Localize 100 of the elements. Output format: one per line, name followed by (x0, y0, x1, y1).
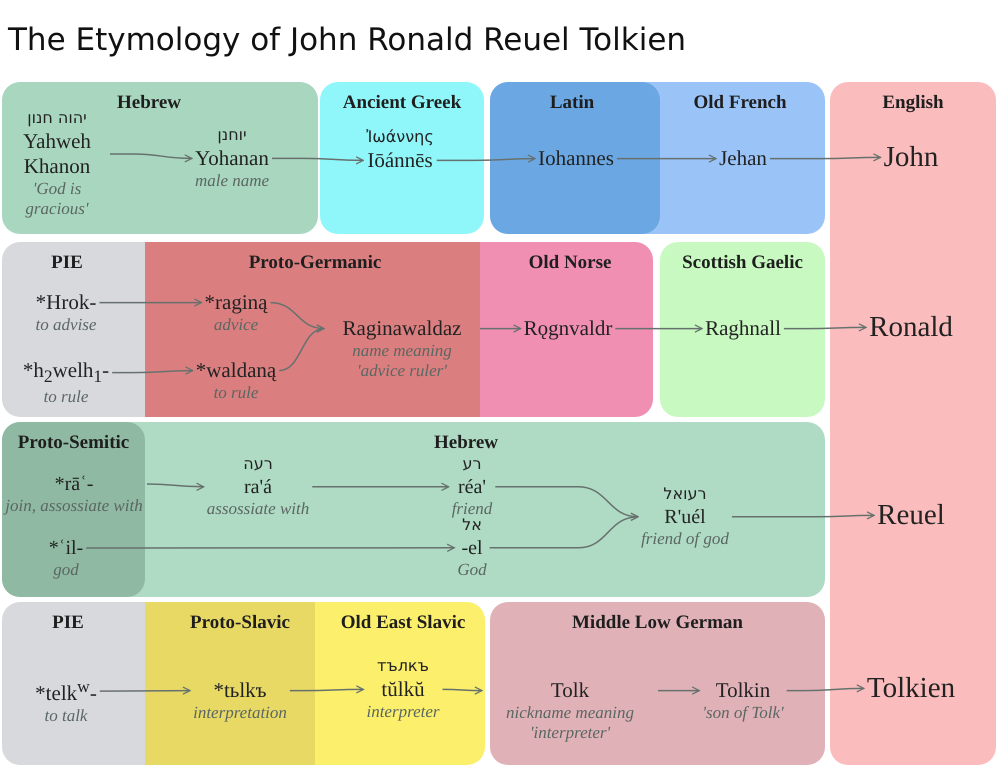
arrow (616, 154, 717, 163)
gloss: 'God is gracious' (24, 179, 90, 218)
gloss: god (53, 560, 79, 580)
language-panel (315, 602, 485, 765)
native-script: тълкъ (377, 656, 429, 677)
arrow (312, 482, 450, 492)
arrow (99, 298, 202, 307)
arrow (786, 684, 865, 693)
native-script: רעה (243, 454, 273, 475)
word: Raghnall (705, 316, 781, 342)
gloss: to talk (44, 706, 88, 726)
arrow (278, 326, 325, 372)
word: *telk$^{w}$- (35, 676, 97, 706)
language-heading: Hebrew (434, 432, 498, 454)
language-heading: PIE (51, 252, 83, 274)
word: Yahweh Khanon (22, 128, 92, 180)
word: Reuel (877, 498, 945, 533)
arrow (146, 482, 204, 491)
gloss: male name (194, 170, 270, 191)
gloss: name meaning 'advice ruler' (351, 341, 453, 380)
gloss: nickname meaning 'interpreter' (505, 703, 635, 742)
language-heading: Old Norse (528, 252, 612, 274)
native-script: רעואל (663, 484, 707, 505)
word: *raginą (204, 290, 268, 316)
arrow (112, 366, 194, 375)
native-script: Ἰωάννης (366, 127, 434, 148)
language-heading: Proto-Slavic (190, 612, 290, 634)
native-script: יהוה חנון (27, 108, 87, 129)
arrow (436, 154, 536, 163)
language-panel (490, 82, 660, 234)
language-panel (2, 602, 145, 765)
language-panel (830, 82, 996, 765)
arrow (290, 685, 364, 694)
word: *h$_{2}$welh$_{1}$- (22, 358, 110, 388)
word: Iōánnēs (367, 148, 433, 173)
gloss: to rule (214, 383, 258, 403)
gloss: advice (214, 315, 258, 335)
gloss: friend (452, 498, 492, 518)
arrow (100, 686, 191, 695)
arrow (658, 686, 700, 695)
language-heading: PIE (52, 612, 84, 634)
word: Iohannes (538, 146, 614, 172)
gloss: to rule (44, 387, 88, 407)
arrow (770, 153, 882, 162)
word: Rǫgnvaldr (524, 316, 612, 342)
word: R'uél (664, 504, 706, 529)
language-panel (2, 242, 145, 417)
gloss: assossiate with (206, 498, 310, 518)
title: The Etymology of John Ronald Reuel Tolkien (8, 22, 686, 58)
gloss: friend of god (641, 528, 729, 548)
native-script: אל (462, 515, 482, 536)
language-panel (2, 422, 145, 597)
arrow (110, 153, 193, 163)
word: *Hrok- (36, 290, 96, 316)
word: Jehan (719, 146, 767, 172)
language-heading: Proto-Germanic (248, 252, 382, 274)
language-panel (2, 422, 825, 597)
language-panel (2, 82, 318, 234)
arrow (480, 324, 522, 333)
language-panel (320, 82, 484, 234)
language-heading: Proto-Semitic (18, 432, 130, 454)
arrow (784, 323, 867, 332)
word: Tolk (550, 678, 590, 704)
word: *waldaną (196, 358, 276, 384)
word: Tolkin (716, 678, 770, 704)
gloss: interpretation (193, 703, 287, 723)
language-heading: Latin (550, 92, 594, 114)
word: *rāʿ- (54, 472, 94, 496)
word: *tьlkъ (213, 678, 267, 704)
language-panel (490, 82, 825, 234)
word: tŭlkŭ (381, 676, 425, 702)
word: John (884, 140, 938, 175)
word: Ronald (869, 310, 953, 345)
language-panel (660, 242, 825, 417)
gloss: join, assossiate with (5, 496, 143, 516)
language-heading: Ancient Greek (342, 92, 462, 114)
native-script: רע (462, 454, 482, 475)
word: ra'á (244, 474, 272, 499)
gloss: interpreter (366, 702, 440, 722)
gloss: God (457, 560, 487, 580)
word: -el (461, 536, 483, 560)
language-heading: Hebrew (116, 92, 182, 114)
arrow (86, 544, 455, 552)
language-heading: Middle Low German (572, 612, 743, 634)
word: Raginawaldaz (342, 316, 462, 342)
word: *ʿil- (48, 536, 84, 560)
language-panel (490, 602, 825, 765)
arrow (272, 156, 364, 165)
language-heading: Old French (693, 92, 787, 114)
arrow (615, 324, 703, 333)
language-heading: Old East Slavic (340, 612, 466, 634)
native-script: יוחנן (217, 125, 247, 146)
word: réa' (458, 474, 486, 499)
gloss: 'son of Tolk' (702, 703, 784, 723)
arrow (442, 686, 483, 695)
language-panel (145, 602, 315, 765)
language-heading: Scottish Gaelic (682, 252, 803, 274)
word: Tolkien (866, 671, 956, 706)
language-panel (145, 242, 480, 417)
arrow (732, 511, 875, 520)
